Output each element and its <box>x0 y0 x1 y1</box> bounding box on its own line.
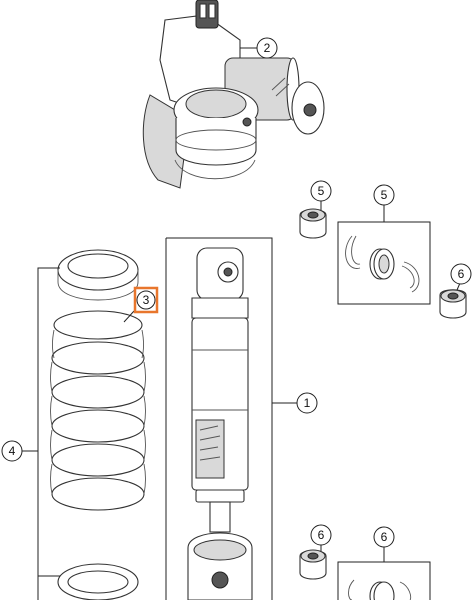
callout-5b[interactable]: 6 <box>373 526 395 548</box>
spring-coils[interactable] <box>50 310 146 511</box>
callout-3-label: 3 <box>143 293 150 307</box>
callout-6b[interactable]: 6 <box>450 263 472 285</box>
callout-6c-label: 6 <box>318 528 325 542</box>
bearing-kit-upper[interactable] <box>337 221 431 305</box>
bushing-upper-left[interactable] <box>299 208 327 239</box>
callout-5a-label: 5 <box>381 188 388 202</box>
callout-2-label: 2 <box>264 41 271 55</box>
reservoir-assembly[interactable] <box>142 0 325 189</box>
callout-5b-label: 6 <box>381 530 388 544</box>
callout-6c[interactable]: 6 <box>310 524 332 546</box>
bushing-upper-right[interactable] <box>439 289 467 319</box>
callout-6a-label: 5 <box>318 184 325 198</box>
callout-4-label: 4 <box>9 444 16 458</box>
bushing-lower-left[interactable] <box>299 549 327 580</box>
callout-6b-label: 6 <box>458 267 465 281</box>
bearing-kit-lower[interactable] <box>337 561 431 600</box>
callout-1[interactable]: 1 <box>296 392 318 414</box>
upper-spring-seat[interactable] <box>57 249 139 301</box>
shock-body[interactable] <box>187 247 253 600</box>
callout-5a[interactable]: 5 <box>373 184 395 206</box>
callout-1-label: 1 <box>304 396 311 410</box>
callout-6a[interactable]: 5 <box>310 180 332 202</box>
callout-3[interactable]: 3 <box>133 286 159 314</box>
callout-2[interactable]: 2 <box>256 37 278 59</box>
callout-4[interactable]: 4 <box>1 440 23 462</box>
lower-spring-seat[interactable] <box>57 563 139 600</box>
